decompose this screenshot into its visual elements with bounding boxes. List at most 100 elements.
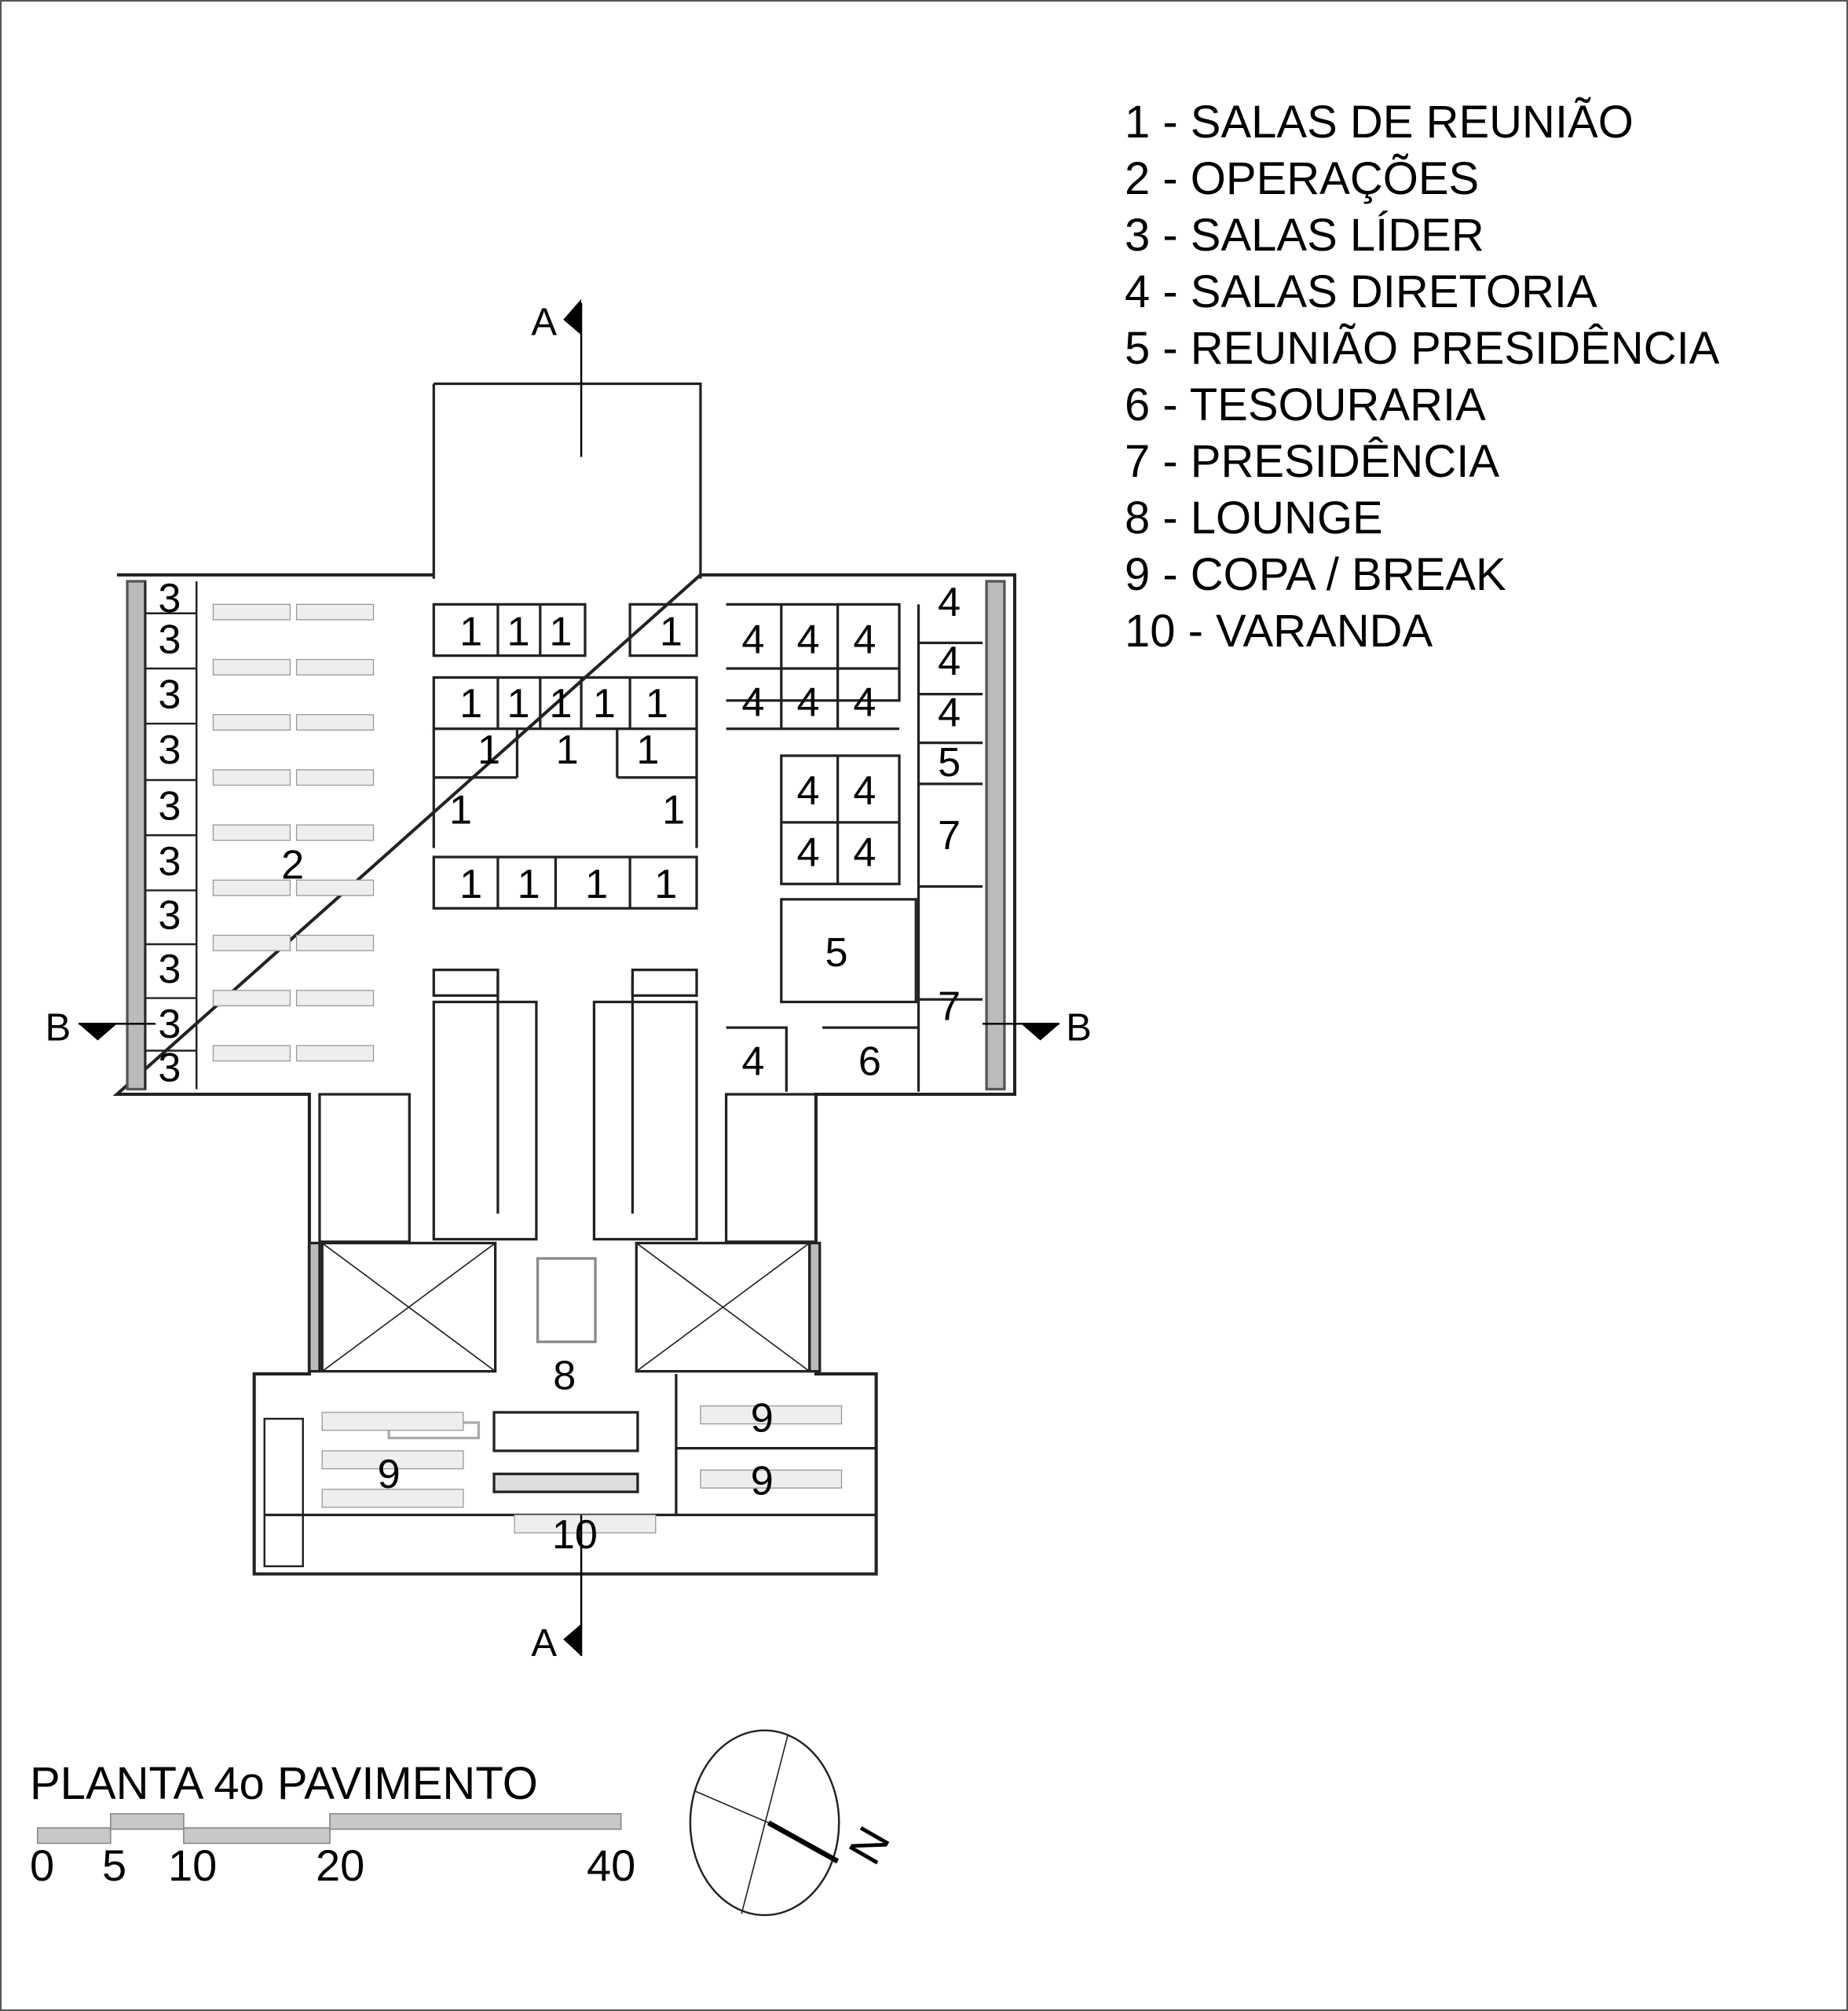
drawing-title: PLANTA 4o PAVIMENTO — [30, 1758, 538, 1809]
workstation-row — [212, 879, 291, 896]
room-label-reuniao: 1 — [556, 727, 579, 773]
room-label-diretoria: 4 — [853, 768, 876, 814]
room-label-reuniao-presidencia: 5 — [938, 740, 961, 786]
room-label-diretoria: 4 — [741, 1039, 764, 1085]
room-label-diretoria: 4 — [797, 617, 820, 662]
room-label-diretoria: 4 — [797, 679, 820, 725]
room-label-diretoria: 4 — [853, 679, 876, 725]
room-label-lider: 3 — [158, 672, 181, 718]
workstation-row — [295, 824, 375, 841]
workstation-row — [295, 934, 375, 951]
workstation-row — [295, 1045, 375, 1062]
table-group — [321, 1489, 464, 1508]
room-label-reuniao: 1 — [636, 727, 659, 773]
room-label-reuniao: 1 — [459, 610, 482, 655]
workstation-row — [212, 824, 291, 841]
room-label-lider: 3 — [158, 892, 181, 938]
room-label-reuniao: 1 — [585, 862, 608, 907]
room-label-reuniao: 1 — [549, 610, 572, 655]
room-label-lider: 3 — [158, 784, 181, 830]
workstation-row — [212, 658, 291, 676]
room-label-reuniao: 1 — [662, 788, 685, 833]
room-label-reuniao: 1 — [478, 727, 500, 773]
room-label-lider: 3 — [158, 947, 181, 992]
room-label-reuniao: 1 — [449, 788, 472, 833]
legend-item: 8 - LOUNGE — [1125, 493, 1383, 544]
workstation-row — [295, 769, 375, 786]
building-walls — [112, 382, 1017, 1576]
table-group — [700, 1405, 843, 1425]
workstation-row — [295, 714, 375, 731]
legend-item: 6 - TESOURARIA — [1125, 379, 1486, 430]
legend-item: 10 - VARANDA — [1125, 606, 1433, 657]
legend-item: 4 - SALAS DIRETORIA — [1125, 266, 1597, 317]
workstation-row — [212, 603, 291, 621]
workstation-row — [212, 934, 291, 951]
legend-item: 9 - COPA / BREAK — [1125, 549, 1506, 600]
room-label-lider: 3 — [158, 576, 181, 621]
room-label-reuniao-presidencia: 5 — [825, 930, 847, 976]
room-label-copa: 9 — [751, 1458, 774, 1504]
room-label-tesouraria: 6 — [858, 1039, 881, 1085]
legend-item: 3 - SALAS LÍDER — [1125, 210, 1484, 261]
room-label-presidencia: 7 — [938, 813, 961, 859]
room-label-diretoria: 4 — [797, 830, 820, 875]
section-a-top: A — [531, 301, 557, 343]
workstation-row — [295, 879, 375, 896]
room-label-reuniao: 1 — [660, 610, 682, 655]
room-label-reuniao: 1 — [593, 681, 616, 727]
scale-tick: 0 — [30, 1841, 55, 1890]
room-label-diretoria: 4 — [853, 617, 876, 662]
room-label-lider: 3 — [158, 839, 181, 885]
legend-item: 1 - SALAS DE REUNIÃO — [1125, 97, 1634, 148]
workstation-row — [212, 1045, 291, 1062]
section-b-left: B — [46, 1006, 71, 1049]
scale-bar — [36, 1813, 622, 1844]
workstation-row — [295, 990, 375, 1007]
room-label-presidencia: 7 — [938, 984, 961, 1029]
room-label-diretoria: 4 — [938, 580, 961, 625]
workstation-row — [212, 990, 291, 1007]
section-markers: A A B B — [46, 299, 1092, 1665]
workstation-row — [295, 603, 375, 621]
table-group — [700, 1469, 843, 1489]
room-label-diretoria: 4 — [938, 690, 961, 735]
room-label-lounge: 8 — [553, 1353, 576, 1399]
scale-tick: 10 — [168, 1841, 218, 1890]
room-label-reuniao: 1 — [549, 681, 572, 727]
workstation-rows — [212, 603, 843, 1534]
room-label-copa: 9 — [378, 1452, 401, 1497]
table-group — [514, 1514, 657, 1534]
room-label-diretoria: 4 — [938, 639, 961, 684]
room-label-reuniao: 1 — [518, 862, 540, 907]
room-label-lider: 3 — [158, 617, 181, 662]
room-label-operacoes: 2 — [281, 843, 304, 888]
room-label-varanda: 10 — [552, 1512, 598, 1558]
room-label-reuniao: 1 — [654, 862, 677, 907]
workstation-row — [212, 769, 291, 786]
section-b-right: B — [1066, 1006, 1092, 1049]
room-label-diretoria: 4 — [741, 679, 764, 725]
scale-tick: 5 — [102, 1841, 127, 1890]
room-label-lider: 3 — [158, 1002, 181, 1047]
room-label-lider: 3 — [158, 727, 181, 773]
north-arrow: N — [689, 1729, 900, 1917]
scale-tick: 20 — [316, 1841, 365, 1890]
workstation-row — [212, 714, 291, 731]
room-label-reuniao: 1 — [507, 610, 530, 655]
legend-item: 2 - OPERAÇÕES — [1125, 153, 1480, 204]
legend-item: 7 - PRESIDÊNCIA — [1125, 436, 1499, 487]
room-label-reuniao: 1 — [646, 681, 668, 727]
table-group — [321, 1412, 464, 1431]
room-label-reuniao: 1 — [459, 681, 482, 727]
north-label: N — [839, 1819, 900, 1873]
section-a-bottom: A — [531, 1622, 557, 1665]
table-group — [321, 1450, 464, 1470]
room-label-diretoria: 4 — [797, 768, 820, 814]
room-label-reuniao: 1 — [459, 862, 482, 907]
workstation-row — [295, 658, 375, 676]
room-label-diretoria: 4 — [853, 830, 876, 875]
